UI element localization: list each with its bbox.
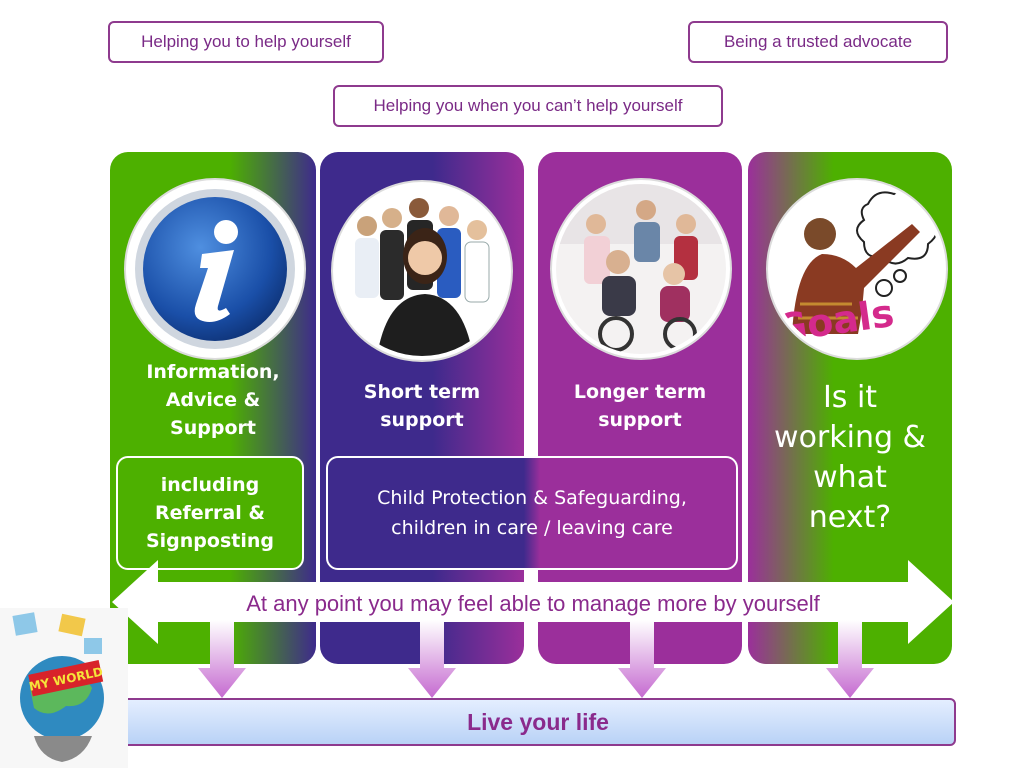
tag-trusted-advocate: Being a trusted advocate bbox=[688, 21, 948, 63]
referral-line-1: including bbox=[160, 474, 260, 496]
title-information-line-3: Support bbox=[170, 417, 256, 439]
title-information-line-1: Information, bbox=[146, 361, 280, 383]
title-next-line-4: next? bbox=[808, 500, 892, 535]
protection-box: Child Protection & Safeguarding, childre… bbox=[326, 456, 738, 570]
title-information-line-2: Advice & bbox=[165, 389, 261, 411]
title-short-term-line-1: Short term bbox=[363, 381, 481, 403]
title-next-line-3: what bbox=[813, 460, 887, 495]
group-people-photo bbox=[333, 182, 511, 360]
arrow-text: At any point you may feel able to manage… bbox=[246, 591, 820, 616]
info-icon bbox=[135, 189, 295, 349]
goals-thinking-photo: Goals bbox=[768, 180, 946, 358]
protection-line-1: Child Protection & Safeguarding, bbox=[377, 487, 687, 509]
title-next-line-2: working & bbox=[774, 420, 926, 455]
wheelchair-group-photo bbox=[552, 180, 730, 358]
title-short-term: Short term support bbox=[320, 378, 524, 434]
tag-cant-help: Helping you when you can’t help yourself bbox=[333, 85, 723, 127]
live-your-life-text: Live your life bbox=[467, 708, 609, 735]
title-longer-term-line-1: Longer term bbox=[573, 381, 707, 403]
protection-line-2: children in care / leaving care bbox=[391, 517, 673, 539]
title-short-term-line-2: support bbox=[380, 409, 464, 431]
title-longer-term: Longer term support bbox=[538, 378, 742, 434]
live-your-life-bar: Live your life bbox=[120, 698, 956, 746]
info-icon-circle bbox=[126, 180, 304, 358]
referral-line-2: Referral & bbox=[155, 502, 265, 524]
tag-help-yourself: Helping you to help yourself bbox=[108, 21, 384, 63]
title-next: Is it working & what next? bbox=[748, 378, 952, 538]
title-information: Information, Advice & Support bbox=[112, 358, 314, 442]
down-arrow-3 bbox=[618, 620, 666, 698]
down-arrow-4 bbox=[826, 620, 874, 698]
down-arrow-2 bbox=[408, 620, 456, 698]
down-arrow-1 bbox=[198, 620, 246, 698]
referral-line-3: Signposting bbox=[145, 530, 274, 552]
referral-box: including Referral & Signposting bbox=[116, 456, 304, 570]
title-longer-term-line-2: support bbox=[598, 409, 682, 431]
my-world-illustration: MY WORLD bbox=[0, 608, 128, 768]
title-next-line-1: Is it bbox=[822, 380, 878, 415]
double-arrow bbox=[112, 560, 954, 644]
